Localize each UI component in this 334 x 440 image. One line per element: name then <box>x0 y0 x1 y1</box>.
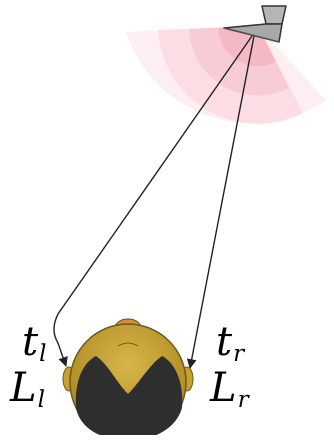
left-time-symbol: t <box>22 319 38 365</box>
right-level-subscript: r <box>238 387 249 413</box>
left-time-subscript: l <box>39 341 46 367</box>
left-ear-level-label: Ll <box>10 368 45 412</box>
right-time-symbol: t <box>216 319 232 365</box>
listener-head-icon <box>63 319 193 435</box>
left-level-symbol: L <box>10 365 37 411</box>
right-time-subscript: r <box>233 341 244 367</box>
right-ear-level-label: Lr <box>210 368 249 412</box>
left-level-subscript: l <box>38 387 45 413</box>
left-ear-time-label: tl <box>22 322 46 366</box>
right-ear-time-label: tr <box>216 322 244 366</box>
right-level-symbol: L <box>210 365 237 411</box>
sound-wave-rings <box>126 26 326 124</box>
